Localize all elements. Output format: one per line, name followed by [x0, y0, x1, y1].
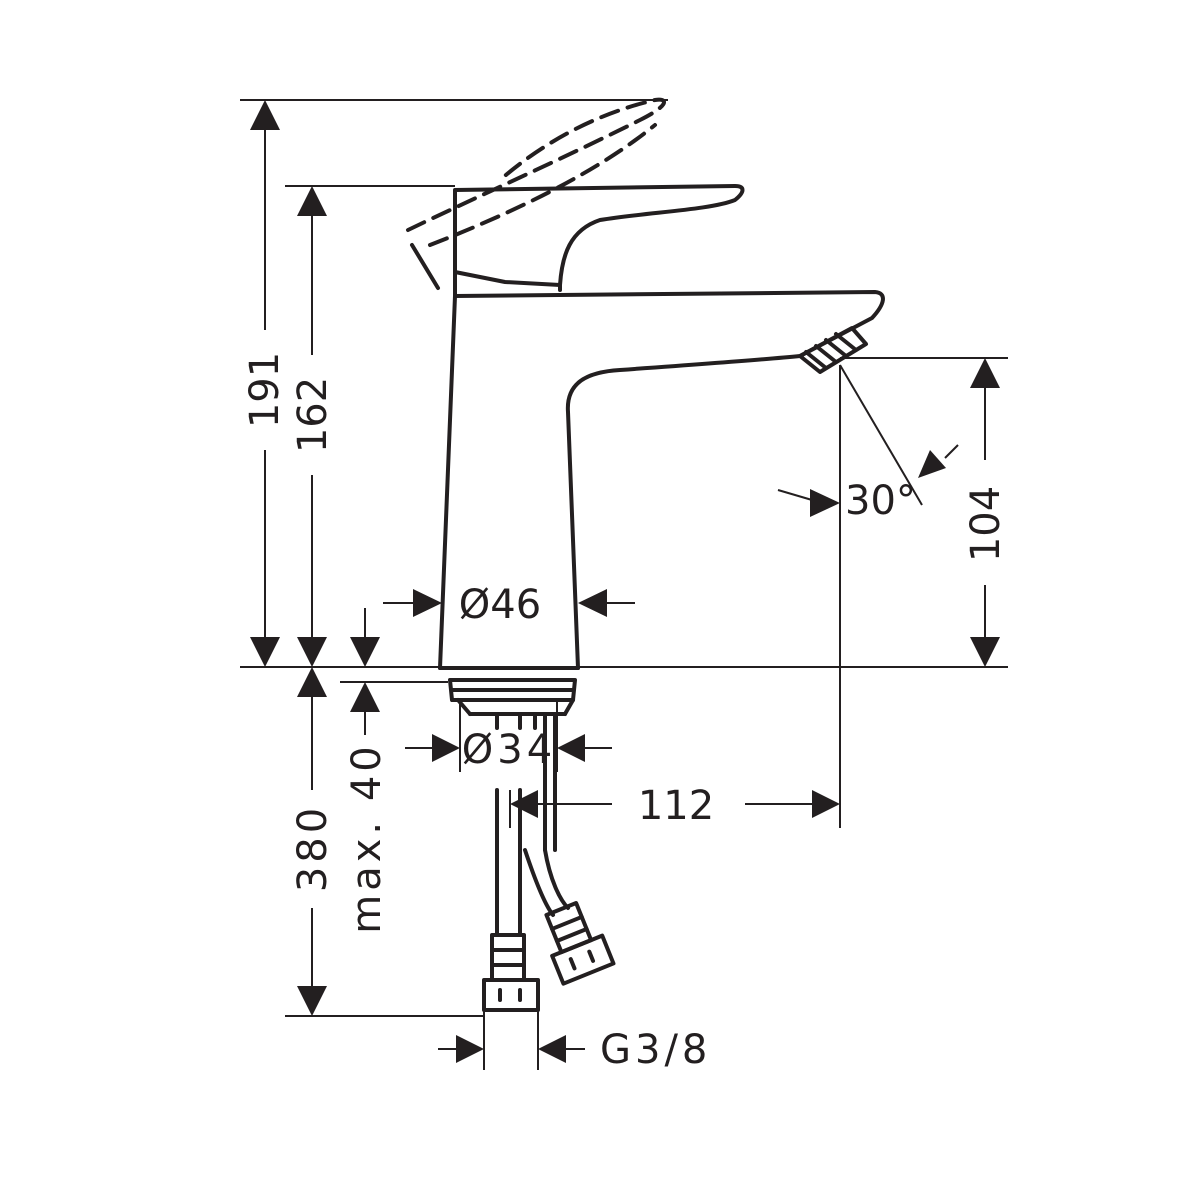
label-d34: Ø34 [462, 727, 556, 773]
label-104: 104 [963, 486, 1009, 562]
dimension-connection-thread: G3/8 [438, 1027, 711, 1073]
dimension-body-height: 162 [290, 186, 336, 667]
extension-lines [240, 99, 1008, 1070]
label-d46: Ø46 [459, 582, 541, 628]
label-191: 191 [242, 352, 288, 428]
dimension-spray-angle: 30° [777, 444, 959, 524]
aerator [798, 326, 868, 374]
label-162: 162 [290, 377, 336, 453]
dimension-spout-height: 104 [963, 358, 1009, 667]
dimension-max-thickness: max. 40 [344, 608, 390, 934]
label-112: 112 [638, 783, 714, 829]
label-g3-8: G3/8 [600, 1027, 711, 1073]
dimension-spout-reach: 112 [510, 783, 840, 829]
label-30deg: 30° [845, 478, 916, 524]
supply-hoses [482, 788, 616, 1012]
faucet-body [406, 97, 885, 1012]
label-max40: max. 40 [344, 742, 390, 933]
mounting-ring [448, 678, 577, 716]
dimension-hose-length: 380 [290, 667, 336, 1016]
dimension-total-height: 191 [242, 100, 288, 667]
dimension-body-diameter: Ø46 [383, 582, 635, 628]
dimension-hole-diameter: Ø34 [405, 727, 612, 773]
label-380: 380 [290, 804, 336, 892]
